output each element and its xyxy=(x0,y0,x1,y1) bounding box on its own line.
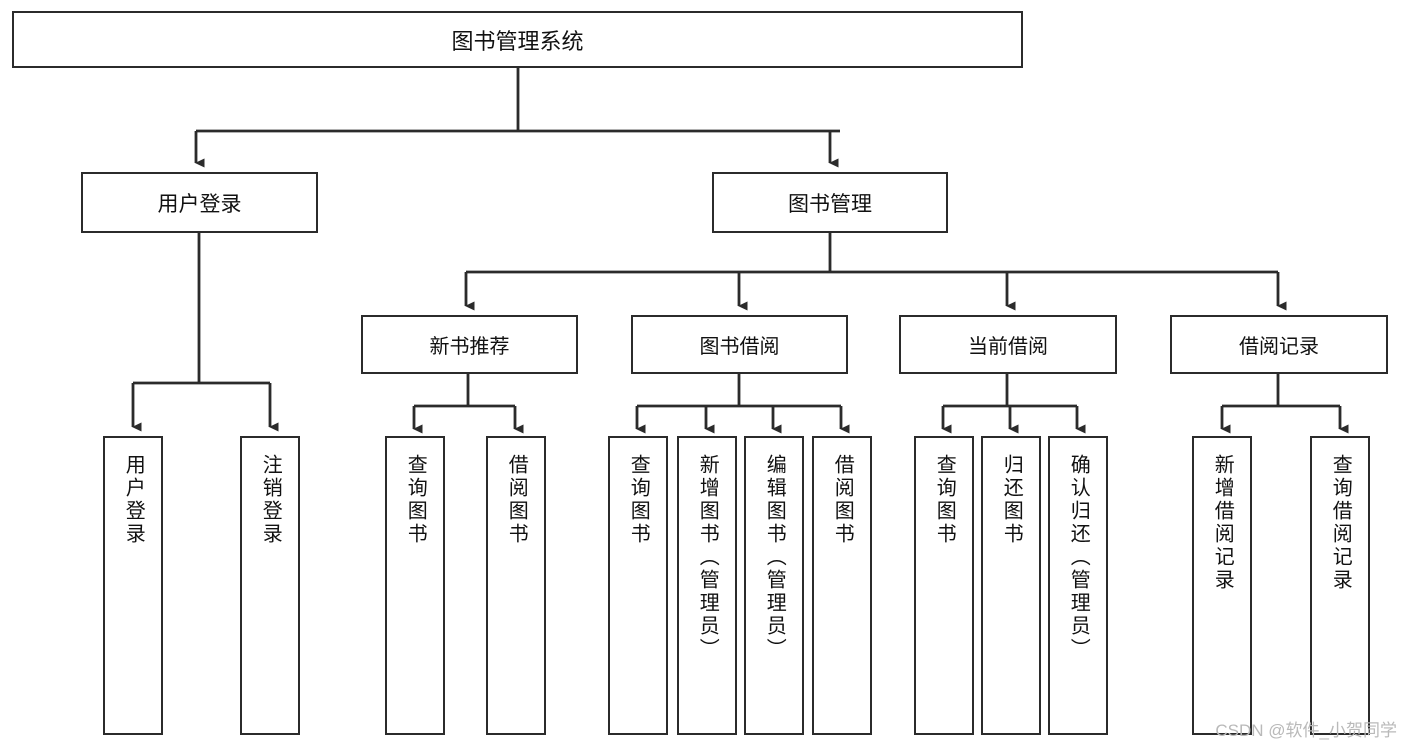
node-label: 归还图书 xyxy=(1000,454,1023,546)
node-root-system[interactable]: 图书管理系统 xyxy=(12,11,1023,68)
node-label: 图书借阅 xyxy=(699,336,780,358)
node-label: 用户登录 xyxy=(122,454,145,546)
node-label: 编辑图书（管理员） xyxy=(763,454,786,661)
leaf-add-book-admin[interactable]: 新增图书（管理员） xyxy=(677,436,737,735)
node-current-borrow[interactable]: 当前借阅 xyxy=(899,315,1117,374)
leaf-return-book[interactable]: 归还图书 xyxy=(981,436,1041,735)
leaf-query-book-recommend[interactable]: 查询图书 xyxy=(385,436,445,735)
node-label: 注销登录 xyxy=(259,454,282,546)
node-book-management[interactable]: 图书管理 xyxy=(712,172,948,233)
node-label: 借阅记录 xyxy=(1239,336,1319,358)
leaf-query-book-current[interactable]: 查询图书 xyxy=(914,436,974,735)
node-label: 借阅图书 xyxy=(831,454,854,546)
node-label: 查询图书 xyxy=(933,454,956,546)
node-label: 新增图书（管理员） xyxy=(696,454,719,661)
leaf-add-borrow-record[interactable]: 新增借阅记录 xyxy=(1192,436,1252,735)
node-label: 借阅图书 xyxy=(505,454,528,546)
node-label: 图书管理系统 xyxy=(451,28,584,54)
leaf-borrow-book[interactable]: 借阅图书 xyxy=(812,436,872,735)
csdn-watermark: CSDN @软件_小贺同学 xyxy=(1215,721,1397,740)
node-user-login[interactable]: 用户登录 xyxy=(81,172,318,233)
leaf-logout[interactable]: 注销登录 xyxy=(240,436,300,735)
node-label: 图书管理 xyxy=(788,192,872,216)
node-label: 查询图书 xyxy=(404,454,427,546)
node-label: 当前借阅 xyxy=(968,336,1048,358)
node-label: 查询图书 xyxy=(627,454,650,546)
leaf-edit-book-admin[interactable]: 编辑图书（管理员） xyxy=(744,436,804,735)
node-label: 确认归还（管理员） xyxy=(1067,454,1090,661)
node-label: 用户登录 xyxy=(157,192,242,216)
node-label: 查询借阅记录 xyxy=(1329,454,1352,592)
leaf-borrow-book-recommend[interactable]: 借阅图书 xyxy=(486,436,546,735)
node-new-book-recommend[interactable]: 新书推荐 xyxy=(361,315,578,374)
leaf-user-login[interactable]: 用户登录 xyxy=(103,436,163,735)
leaf-query-book[interactable]: 查询图书 xyxy=(608,436,668,735)
node-borrow-record[interactable]: 借阅记录 xyxy=(1170,315,1388,374)
node-label: 新书推荐 xyxy=(429,336,510,358)
leaf-query-borrow-record[interactable]: 查询借阅记录 xyxy=(1310,436,1370,735)
node-book-borrow[interactable]: 图书借阅 xyxy=(631,315,848,374)
leaf-confirm-return-admin[interactable]: 确认归还（管理员） xyxy=(1048,436,1108,735)
node-label: 新增借阅记录 xyxy=(1211,454,1234,592)
